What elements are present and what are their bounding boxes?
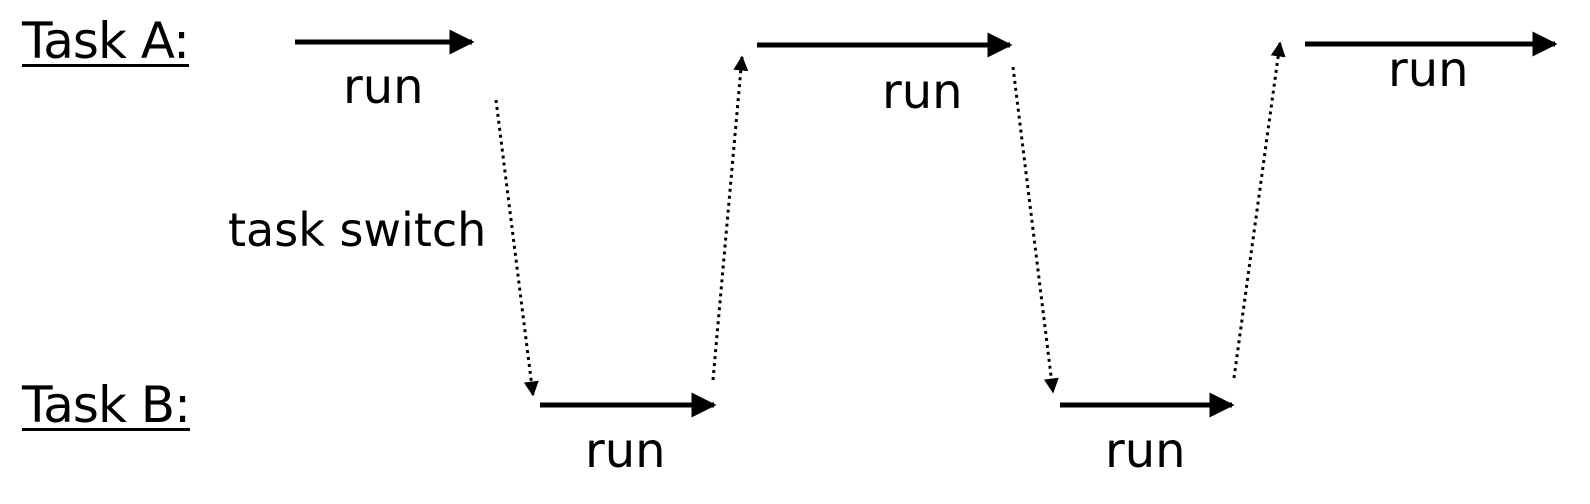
run-label: run — [1105, 423, 1186, 479]
run-label: run — [882, 64, 963, 120]
run-label: run — [585, 423, 666, 479]
task-switch-label: task switch — [228, 203, 487, 257]
run-label: run — [1388, 42, 1469, 98]
task-b-label: Task B: — [22, 376, 191, 434]
run-label: run — [343, 59, 424, 115]
switch-arrow-b-to-a-1 — [711, 55, 749, 381]
task-a-label: Task A: — [22, 12, 190, 70]
switch-arrow-a-to-b-2 — [1011, 66, 1059, 394]
switch-arrow-a-to-b-1 — [494, 99, 539, 397]
switch-arrow-b-to-a-2 — [1232, 41, 1286, 379]
